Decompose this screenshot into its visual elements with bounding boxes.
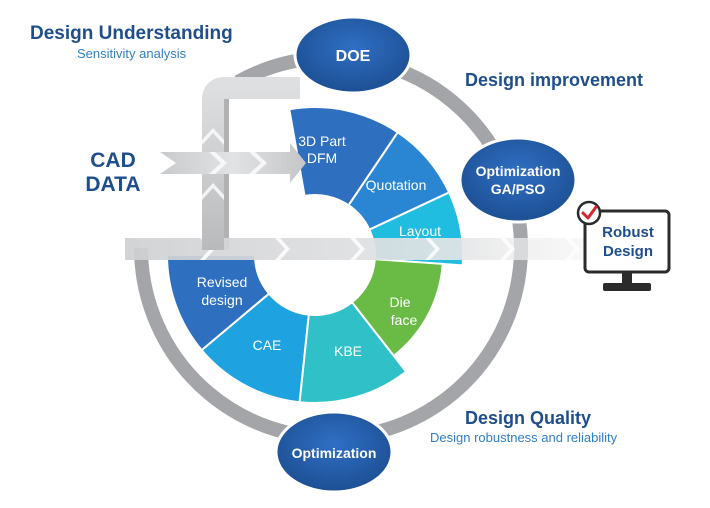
cad-data-label-line1: CAD	[90, 149, 136, 172]
segment-label-die: Die	[389, 294, 410, 310]
subheading-sensitivity-analysis: Sensitivity analysis	[77, 46, 187, 61]
segment-label-design: design	[201, 292, 242, 308]
monitor-stand	[622, 272, 632, 284]
segment-label-revised: Revised	[197, 274, 248, 290]
optimization-bottom-label: Optimization	[292, 445, 377, 461]
vertical-feed-pipe	[202, 77, 300, 250]
optimization-ga-pso-label-line2: GA/PSO	[491, 181, 546, 197]
robust-design-label-line1: Robust	[602, 224, 654, 241]
band-chevrons	[200, 238, 580, 260]
doe-node: DOE	[293, 15, 413, 95]
heading-design-quality: Design Quality	[465, 408, 592, 428]
segment-label-dfm: DFM	[307, 150, 337, 166]
robust-design-monitor: Robust Design	[576, 200, 671, 291]
doe-label: DOE	[336, 48, 371, 65]
optimization-ga-pso-label-line1: Optimization	[476, 163, 561, 179]
robust-design-label-line2: Design	[603, 243, 653, 260]
segment-label-quotation: Quotation	[366, 177, 427, 193]
heading-design-improvement: Design improvement	[465, 70, 644, 90]
optimization-ga-pso-node: Optimization GA/PSO	[458, 136, 578, 224]
input-arrow-chevrons	[209, 152, 267, 174]
segment-labels: 3D Part DFM Quotation Layout Die face KB…	[197, 133, 441, 359]
segment-label-kbe: KBE	[334, 343, 362, 359]
monitor-base	[603, 283, 651, 291]
pipe-chevrons	[202, 128, 224, 200]
cad-input-arrow	[160, 143, 306, 183]
segment-label-cae: CAE	[253, 337, 282, 353]
segment-label-layout: Layout	[399, 223, 441, 239]
optimization-bottom-node: Optimization	[274, 410, 394, 494]
cad-data-label-line2: DATA	[85, 173, 140, 196]
segment-label-face: face	[391, 312, 418, 328]
segment-label-3d-part: 3D Part	[298, 133, 346, 149]
subheading-robustness-reliability: Design robustness and reliability	[430, 430, 618, 445]
heading-design-understanding: Design Understanding	[30, 23, 233, 44]
check-badge-icon	[576, 200, 602, 226]
